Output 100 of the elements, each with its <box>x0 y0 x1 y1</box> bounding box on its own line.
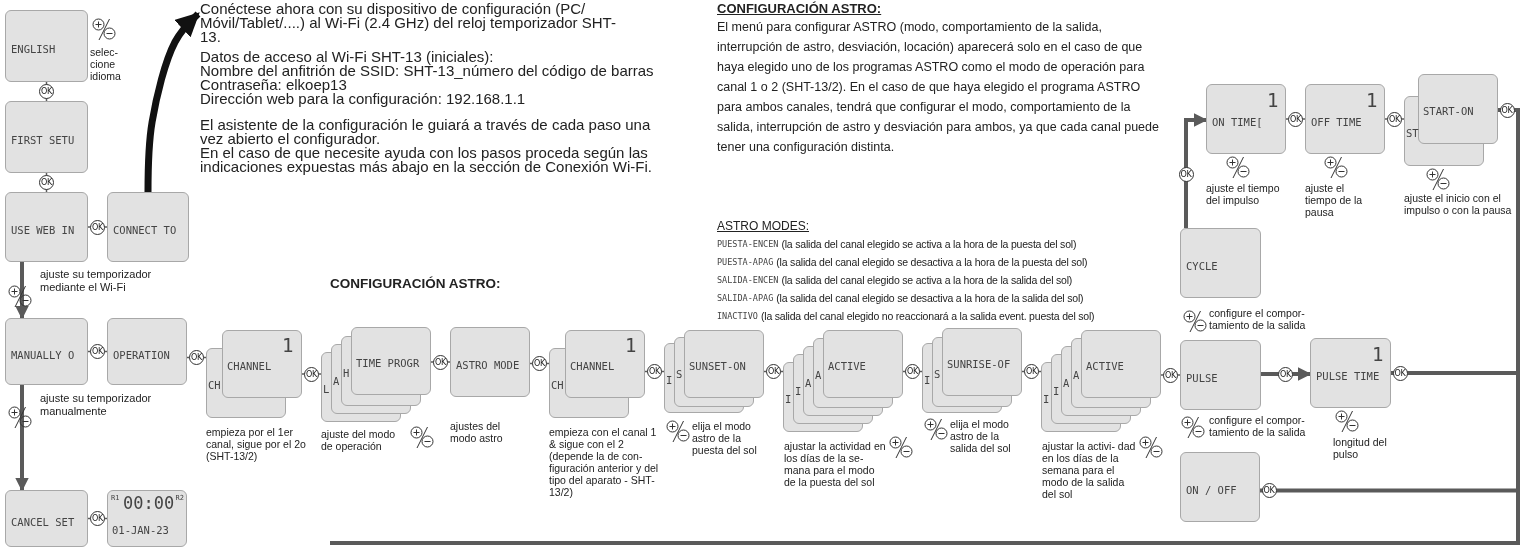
lcd-text: I <box>1053 386 1060 397</box>
ok-key-label: OK <box>1392 365 1408 381</box>
step-caption: selec- cione idioma <box>90 46 122 82</box>
instruction-text: Conéctese ahora con su dispositivo de configuración (PC/ Móvil/Tablet/....) al Wi-Fi (2.4 GHz) del reloj temporizador SHT-13. <box>200 2 617 44</box>
lcd-screen <box>5 192 88 262</box>
ok-key-label: OK <box>433 354 448 370</box>
display-digits: 01-JAN-23 <box>112 525 169 536</box>
lcd-text: SUNRISE-OF <box>947 359 1011 370</box>
connector-line <box>45 172 48 193</box>
lcd-text: A <box>1063 378 1070 389</box>
step-caption: ajustar la activi- dad en los días de la semana para el modo de la salida del sol <box>1042 440 1137 500</box>
lcd-screen <box>5 10 88 82</box>
clock-display <box>107 490 187 547</box>
lcd-screen <box>5 490 88 547</box>
connector-line <box>644 370 665 373</box>
instruction-text: Contraseña: elkoep13 <box>200 78 347 92</box>
lcd-screen <box>1206 84 1286 154</box>
instruction-text: Nombre del anfitrión de SSID: SHT-13_número del código de barras <box>200 64 654 78</box>
ok-key-label: OK <box>90 344 105 359</box>
ok-key-label: OK <box>189 350 204 365</box>
step-caption: ajustes del modo astro <box>450 420 504 444</box>
lcd-screen <box>5 101 88 173</box>
arrow <box>1184 113 1208 228</box>
lcd-text: H <box>343 368 350 379</box>
arrow <box>15 385 29 492</box>
paragraph: El menú para configurar ASTRO (modo, comportamiento de la salida, interrupción de astro, desviación, locación) aparecerá solo en el caso de que haya elegido uno de los programas ASTRO como el modo de operación para canal 1 o 2 (SHT-13/2). En el caso de que haya elegido el programa ASTRO para ambos canales, tendrá que configurar el modo, comportamiento de la salida, interrupción de astro y desviación para ambos, ya que cada canal puede tener una configuración distinta. <box>717 19 1160 156</box>
lcd-digit: 1 <box>1366 91 1378 110</box>
connector-line <box>87 350 108 353</box>
lcd-screen <box>450 327 530 397</box>
lcd-text: I <box>666 375 673 386</box>
lcd-screen <box>5 318 88 385</box>
lcd-text: CH <box>551 380 564 391</box>
lcd-screen-stack <box>783 330 903 432</box>
ok-key-label: OK <box>304 366 319 382</box>
lcd-text: CONNECT TO <box>113 225 177 236</box>
step-caption: ajuste el tiempo del impulso <box>1206 182 1281 206</box>
connector-line <box>1260 488 1518 493</box>
arrow <box>15 262 29 320</box>
lcd-screen <box>1180 228 1261 298</box>
lcd-text: I <box>1043 394 1050 405</box>
lcd-text: I <box>785 394 792 405</box>
ok-key-label: OK <box>1163 367 1178 383</box>
instruction-text: En el caso de que necesite ayuda con los pasos proceda según las indicaciones expuestas más abajo en la sección de Conexión Wi-Fi. <box>200 146 653 174</box>
lcd-screen <box>1180 340 1261 410</box>
lcd-text: TIME PROGR <box>356 358 420 369</box>
lcd-text: A <box>805 378 812 389</box>
lcd-text: A <box>815 370 822 381</box>
step-caption: configure el compor- tamiento de la salida <box>1209 414 1307 438</box>
connector-line <box>186 356 207 359</box>
ok-key-label: OK <box>1024 364 1039 379</box>
instruction-text: Dirección web para la configuración: 192.168.1.1 <box>200 92 526 106</box>
lcd-text: ASTRO MODE <box>456 360 520 371</box>
lcd-text: SUNSET-ON <box>689 361 746 372</box>
lcd-text: FIRST SETU <box>11 135 75 146</box>
lcd-screen <box>107 192 189 262</box>
section-heading: CONFIGURACIÓN ASTRO: <box>717 1 882 16</box>
lcd-text: ON / OFF <box>1186 485 1237 496</box>
step-caption: empieza por el 1er canal, sigue por el 2o (SHT-13/2) <box>206 426 306 462</box>
lcd-digit: 1 <box>1372 345 1384 364</box>
lcd-text: ACTIVE <box>1086 361 1124 372</box>
step-caption: ajustar la actividad en los días de la se- mana para el modo de la puesta del sol <box>784 440 887 488</box>
ok-key-label: OK <box>1261 483 1277 498</box>
lcd-text: START-ON <box>1423 106 1474 117</box>
ok-key-label: OK <box>1288 111 1303 127</box>
connector-line <box>45 81 48 102</box>
lcd-screen-stack <box>664 330 764 413</box>
lcd-screen <box>1180 452 1260 522</box>
mode-description: (la salida del canal elegido se desactiva a la hora de la puesta del sol) <box>776 255 1088 270</box>
mode-code: PUESTA-ENCEN <box>717 238 779 251</box>
ok-key-label: OK <box>1178 166 1194 182</box>
lcd-text: I <box>924 375 931 386</box>
step-caption: longitud del pulso <box>1333 436 1388 460</box>
lcd-text: PULSE <box>1186 373 1218 384</box>
lcd-text: CH <box>208 380 221 391</box>
lcd-text: L <box>323 384 330 395</box>
step-caption: ajuste el tiempo de la pausa <box>1305 182 1364 218</box>
lcd-text: USE WEB IN <box>11 225 75 236</box>
connector-line <box>902 370 923 373</box>
ok-key-label: OK <box>647 364 662 379</box>
lcd-text: MANUALLY O <box>11 349 75 360</box>
lcd-text: S <box>676 369 683 380</box>
ok-key-label: OK <box>39 84 54 99</box>
ok-key-label: OK <box>1499 102 1515 118</box>
lcd-text: OFF TIME <box>1311 117 1362 128</box>
lcd-digit: 1 <box>1267 91 1279 110</box>
lcd-text: CANCEL SET <box>11 516 75 527</box>
lcd-text: CYCLE <box>1186 261 1218 272</box>
lcd-screen-stack <box>321 327 431 422</box>
mode-code: SALIDA-ENCEN <box>717 274 779 287</box>
step-caption: ajuste el inicio con el impulso o con la pausa <box>1404 192 1513 216</box>
lcd-text: CHANNEL <box>227 361 272 372</box>
connector-line <box>330 108 1520 545</box>
ok-key-label: OK <box>90 511 105 526</box>
mode-description: (la salida del canal elegido no reaccionará a la salida event. puesta del sol) <box>760 309 1095 324</box>
lcd-screen-stack <box>549 330 645 418</box>
ok-key-label: OK <box>766 364 781 379</box>
lcd-text: ST <box>1406 128 1419 139</box>
lcd-text: CHANNEL <box>570 361 615 372</box>
mode-code: INACTIVO <box>717 310 758 323</box>
step-caption: configure el compor- tamiento de la salida <box>1209 307 1307 331</box>
